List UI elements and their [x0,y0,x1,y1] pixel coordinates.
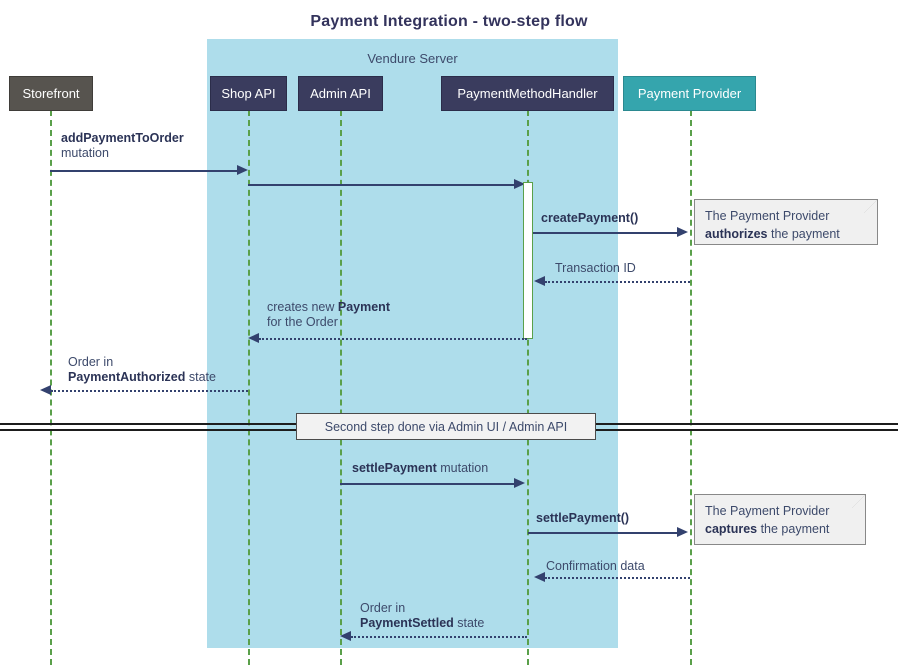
message-label-create-payment: createPayment() [541,211,638,226]
note-fold-corner-inner-icon-2 [852,495,865,508]
lifeline-admin-api [340,110,342,665]
message-label-add-payment-to-order-bold: addPaymentToOrder [61,131,184,145]
divider-label: Second step done via Admin UI / Admin AP… [296,413,596,440]
arrow-head-settle-payment-mutation [514,478,525,488]
participant-payment-method-handler[interactable]: PaymentMethodHandler [441,76,614,111]
note-authorize-bold: authorizes [705,227,768,241]
page-title: Payment Integration - two-step flow [310,13,588,30]
message-arrow-transaction-id [545,281,690,283]
message-label-order-settled-bold: PaymentSettled [360,616,454,630]
message-label-order-settled-line1: Order in [360,601,406,615]
message-label-add-payment-to-order-rest: mutation [61,146,109,160]
message-label-order-settled: Order in PaymentSettled state [360,601,484,631]
message-arrow-order-authorized [51,390,248,392]
participant-payment-provider[interactable]: Payment Provider [623,76,756,111]
arrow-head-settle-payment-call [677,527,688,537]
note-capture-rest: the payment [757,522,830,536]
activation-bar-payment-method-handler [523,182,533,339]
lifeline-payment-method-handler [527,110,529,665]
message-arrow-settle-payment-call [528,532,677,534]
note-payment-provider-captures: The Payment Provider captures the paymen… [694,494,866,545]
group-band-label: Vendure Server [367,51,458,66]
arrow-head-confirmation-data [534,572,545,582]
note-payment-provider-authorizes: The Payment Provider authorizes the paym… [694,199,878,245]
message-label-settle-payment-mutation-rest: mutation [436,461,489,475]
message-arrow-create-payment [533,232,677,234]
message-label-order-authorized: Order in PaymentAuthorized state [68,355,216,385]
note-capture-line2: captures the payment [705,520,855,538]
note-authorize-line2: authorizes the payment [705,225,867,243]
message-label-creates-payment-bold: Payment [337,300,390,314]
participant-storefront-label: Storefront [22,86,80,101]
arrow-head-order-authorized [40,385,51,395]
participant-admin-api[interactable]: Admin API [298,76,383,111]
participant-storefront[interactable]: Storefront [9,76,93,111]
note-authorize-line1: The Payment Provider [705,209,830,223]
arrow-head-transaction-id [534,276,545,286]
message-label-creates-payment: creates new Payment for the Order [267,300,390,330]
message-arrow-confirmation-data [545,577,690,579]
note-capture-line1: The Payment Provider [705,504,830,518]
group-band-vendure-server [207,39,618,648]
message-arrow-shop-api-to-handler [248,184,514,186]
message-arrow-settle-payment-mutation [340,483,514,485]
arrow-head-create-payment [677,227,688,237]
participant-payment-provider-label: Payment Provider [637,86,742,101]
message-label-settle-payment-mutation: settlePayment mutation [352,461,488,476]
message-label-add-payment-to-order: addPaymentToOrder mutation [61,131,184,161]
arrow-head-shop-api-to-handler [514,179,525,189]
arrow-head-order-settled [340,631,351,641]
lifeline-shop-api [248,110,250,665]
divider-label-text: Second step done via Admin UI / Admin AP… [324,419,568,434]
message-label-creates-payment-pre: creates new [267,300,338,314]
note-fold-corner-inner-icon [864,200,877,213]
lifeline-storefront [50,110,52,665]
message-label-creates-payment-line2: for the Order [267,315,338,329]
message-label-order-settled-rest: state [453,616,485,630]
note-authorize-rest: the payment [767,227,840,241]
message-arrow-add-payment-to-order [50,170,237,172]
message-arrow-order-settled [351,636,527,638]
message-label-settle-payment-call-bold: settlePayment() [536,511,630,525]
message-label-settle-payment-mutation-bold: settlePayment [352,461,437,475]
participant-shop-api[interactable]: Shop API [210,76,287,111]
message-label-confirmation-data: Confirmation data [546,559,645,573]
arrow-head-creates-payment [248,333,259,343]
message-label-transaction-id: Transaction ID [555,261,636,275]
message-arrow-creates-payment [259,338,527,340]
participant-shop-api-label: Shop API [221,86,276,101]
message-label-settle-payment-call: settlePayment() [536,511,629,526]
lifeline-payment-provider [690,110,692,665]
message-label-order-authorized-rest: state [185,370,216,384]
participant-admin-api-label: Admin API [310,86,371,101]
message-label-order-authorized-bold: PaymentAuthorized [68,370,186,384]
note-capture-bold: captures [705,522,758,536]
message-label-order-authorized-line1: Order in [68,355,114,369]
participant-payment-method-handler-label: PaymentMethodHandler [457,86,598,101]
message-label-create-payment-bold: createPayment() [541,211,639,225]
arrow-head-add-payment-to-order [237,165,248,175]
